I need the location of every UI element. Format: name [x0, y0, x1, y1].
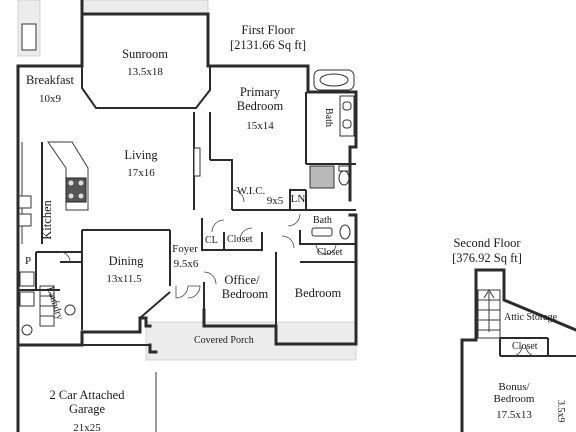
bonus-label-2: Bedroom — [494, 393, 535, 405]
pantry-label: P — [25, 255, 31, 267]
entry-stairs — [39, 285, 55, 327]
office-label-1: Office/ — [224, 273, 260, 287]
primary-bath-label: Bath — [323, 108, 334, 127]
bath2-label: Bath — [313, 215, 332, 226]
breakfast-dims: 10x9 — [39, 93, 62, 105]
second-floor-title: Second Floor — [453, 236, 521, 250]
garage-label-1: 2 Car Attached — [50, 388, 126, 402]
primary-dims: 15x14 — [246, 120, 274, 132]
foyer-dims: 9.5x6 — [174, 258, 199, 270]
breakfast-label: Breakfast — [26, 73, 74, 87]
shower-icon — [309, 165, 335, 189]
second-floor-area: [376.92 Sq ft] — [452, 251, 522, 265]
porch-label: Covered Porch — [194, 335, 254, 346]
interior-walls — [18, 66, 356, 344]
garage-label-2: Garage — [69, 402, 106, 416]
kitchen-label: Kitchen — [40, 199, 54, 239]
attic-label: Attic Storage — [504, 312, 558, 323]
closet1-label: Closet — [227, 234, 253, 245]
garage-walls — [16, 343, 158, 432]
fixtures — [18, 23, 355, 432]
primary-label-1: Primary — [240, 85, 281, 99]
living-dims: 17x16 — [127, 167, 155, 179]
office-label-2: Bedroom — [222, 287, 269, 301]
sunroom-label: Sunroom — [122, 47, 168, 61]
primary-label-2: Bedroom — [237, 99, 284, 113]
living-label: Living — [124, 148, 158, 162]
first-floor-title: First Floor — [241, 23, 295, 37]
sunroom-dims: 13.5x18 — [127, 66, 163, 78]
wic-dims: 9x5 — [267, 195, 284, 207]
garage-dims: 21x25 — [73, 422, 101, 432]
closet2-label: Closet — [317, 247, 343, 258]
second-floor-stairs — [477, 289, 501, 339]
bedroom-label: Bedroom — [295, 286, 342, 300]
covered-porch-area — [145, 321, 357, 361]
dining-label: Dining — [109, 254, 144, 268]
dining-dims: 13x11.5 — [106, 273, 142, 285]
linen-label: LN — [291, 193, 306, 205]
door-swings — [49, 189, 337, 303]
closet3-label: Closet — [512, 341, 538, 352]
top-patio — [81, 0, 209, 15]
cl-label: CL — [205, 235, 218, 246]
second-floor-walls — [460, 268, 576, 432]
side-room-dims: 3.5x9 — [555, 400, 566, 423]
bonus-label-1: Bonus/ — [498, 381, 530, 393]
exterior-walls — [16, 0, 358, 347]
bonus-dims: 17.5x13 — [496, 409, 532, 421]
wic-label: W.I.C. — [237, 185, 266, 197]
foyer-label: Foyer — [172, 243, 198, 255]
first-floor-area: [2131.66 Sq ft] — [230, 38, 306, 52]
